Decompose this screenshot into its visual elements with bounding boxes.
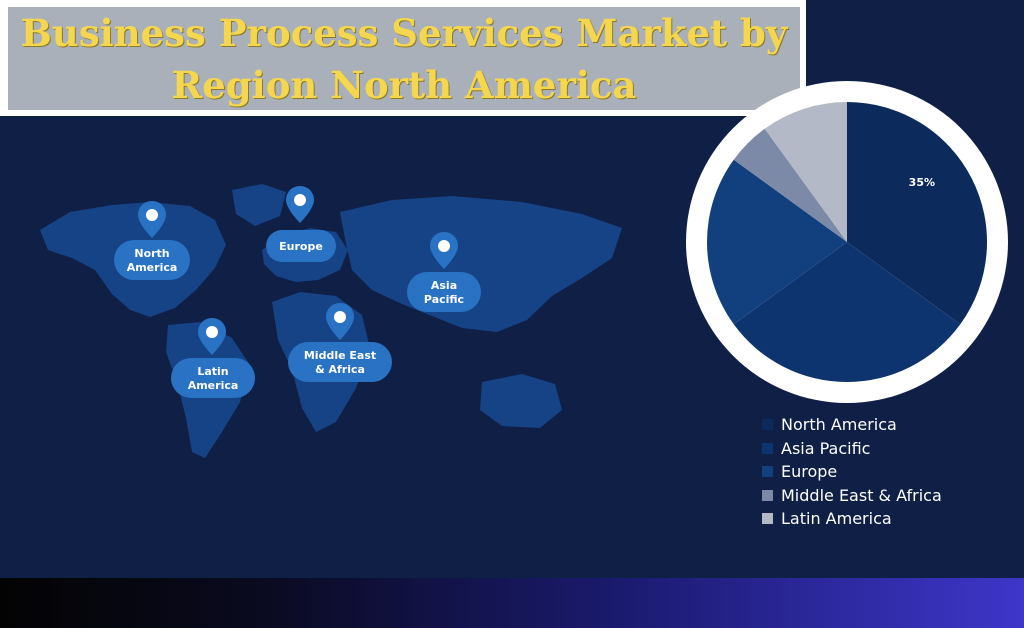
pie-slice-north-america[interactable] — [847, 102, 987, 325]
pin-label-middle-east-africa-line1: Middle East — [304, 349, 376, 362]
legend-label: Asia Pacific — [781, 438, 871, 458]
pin-label-latin-america-line1: Latin — [197, 365, 228, 378]
map-greenland — [232, 184, 286, 226]
pin-label-asia-pacific-line2: Pacific — [424, 293, 464, 306]
pin-latin-america[interactable]: Latin America — [171, 318, 255, 398]
page-title: Business Process Services Market by Regi… — [20, 10, 788, 107]
pin-label-north-america-line1: North — [134, 247, 169, 260]
legend-swatch — [762, 419, 773, 431]
legend-item-latin-america[interactable]: Latin America — [762, 507, 1002, 531]
chart-legend: North America Asia Pacific Europe Middle… — [762, 413, 1002, 531]
pin-europe[interactable]: Europe — [266, 186, 336, 262]
pin-label-north-america-line2: America — [127, 261, 178, 274]
pie-slice-middle-east-africa[interactable] — [733, 128, 847, 242]
pie-slices: 35% — [707, 102, 987, 383]
pin-asia-pacific[interactable]: Asia Pacific — [407, 232, 481, 312]
legend-item-middle-east-africa[interactable]: Middle East & Africa — [762, 484, 1002, 508]
pie-slice-asia-pacific[interactable] — [733, 242, 961, 383]
legend-item-europe[interactable]: Europe — [762, 460, 1002, 484]
legend-swatch — [762, 513, 773, 525]
pie-slice-europe[interactable] — [707, 159, 847, 325]
pin-label-asia-pacific-line1: Asia — [431, 279, 457, 292]
footer-gradient-bar — [0, 578, 1024, 628]
legend-label: North America — [781, 415, 897, 435]
legend-item-asia-pacific[interactable]: Asia Pacific — [762, 437, 1002, 461]
title-panel: Business Process Services Market by Regi… — [8, 7, 800, 110]
pie-chart: 35% — [686, 81, 1008, 403]
pie-slice-label: 35% — [909, 176, 935, 189]
pin-label-middle-east-africa-line2: & Africa — [315, 363, 365, 376]
pin-label-europe: Europe — [279, 240, 323, 253]
world-map: North America Europe Asia Pacific Latin … — [40, 184, 622, 458]
map-asia — [340, 196, 622, 332]
pie-slice-latin-america[interactable] — [764, 102, 847, 242]
legend-swatch — [762, 489, 773, 501]
map-australia — [480, 374, 562, 428]
legend-item-north-america[interactable]: North America — [762, 413, 1002, 437]
pin-label-latin-america-line2: America — [188, 379, 239, 392]
title-banner: Business Process Services Market by Regi… — [0, 0, 806, 116]
pin-north-america[interactable]: North America — [114, 201, 190, 280]
pin-middle-east-africa[interactable]: Middle East & Africa — [288, 303, 392, 382]
legend-label: Middle East & Africa — [781, 485, 942, 505]
legend-swatch — [762, 466, 773, 478]
legend-label: Latin America — [781, 509, 892, 529]
legend-label: Europe — [781, 462, 838, 482]
legend-swatch — [762, 442, 773, 454]
